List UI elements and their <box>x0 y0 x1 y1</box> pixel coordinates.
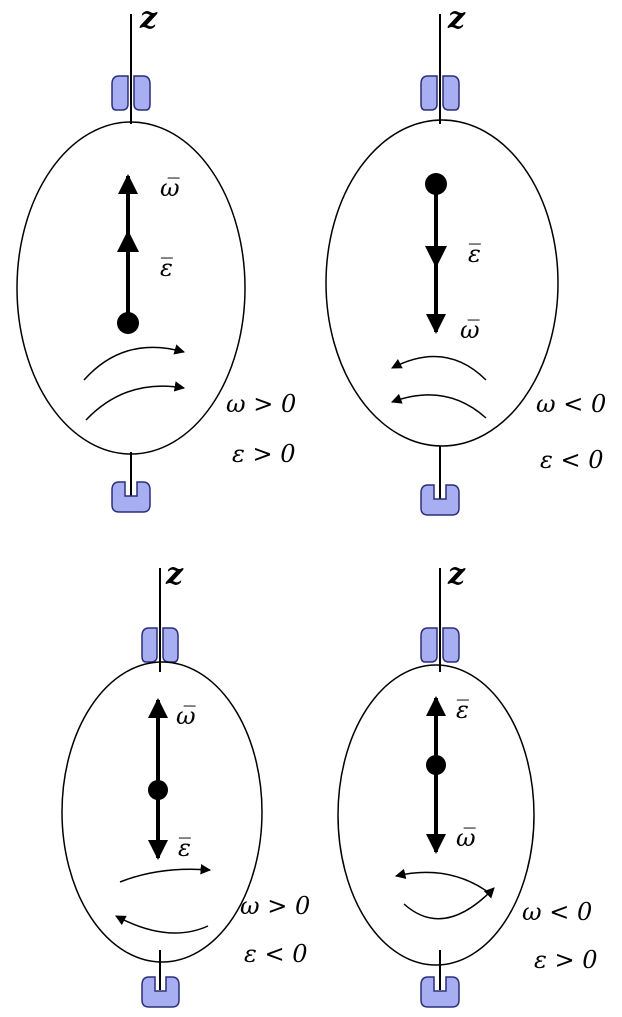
bottom-bearing-icon <box>111 481 151 513</box>
omega-vector-label: ω̅ <box>456 824 476 852</box>
top-bearing-icon <box>420 627 460 663</box>
top-bearing-icon <box>420 75 460 111</box>
epsilon-vector-arrowhead <box>117 230 139 252</box>
bottom-bearing-icon <box>420 484 460 516</box>
omega-vector-label: ω̅ <box>176 702 196 730</box>
bottom-bearing-icon <box>420 976 460 1008</box>
omega-condition: ω < 0 <box>522 898 592 926</box>
epsilon-condition: ε > 0 <box>232 440 296 468</box>
axis-z-label: z <box>447 1 466 36</box>
epsilon-vector-label: ε̅ <box>456 696 469 724</box>
epsilon-condition: ε < 0 <box>540 446 604 474</box>
omega-condition: ω > 0 <box>226 390 296 418</box>
rotation-arc-lower <box>85 381 186 421</box>
omega-vector-label: ω̅ <box>160 174 180 202</box>
axis-z-label: z <box>447 557 466 592</box>
epsilon-vector-arrowhead <box>425 246 447 268</box>
rotation-arc-upper <box>391 355 487 381</box>
omega-condition: ω > 0 <box>240 892 310 920</box>
rotation-arc-upper <box>83 344 186 381</box>
rotating-body <box>16 121 246 455</box>
axis-z-label: z <box>139 1 158 36</box>
rotation-arc-upper <box>119 864 212 883</box>
panel-4: z ε̅ ω̅ ω < 0 ε > 0 <box>337 557 598 1008</box>
rotating-body <box>337 664 535 966</box>
epsilon-vector-label: ε̅ <box>468 240 481 268</box>
rotating-body <box>325 119 559 447</box>
panel-1: z ω̅ ε̅ ω > 0 ε > 0 <box>16 1 296 513</box>
top-bearing-icon <box>111 75 151 111</box>
epsilon-condition: ε < 0 <box>244 940 308 968</box>
epsilon-vector-label: ε̅ <box>178 834 191 862</box>
omega-vector-label: ω̅ <box>460 316 480 344</box>
rotation-arc-lower <box>403 887 495 920</box>
bottom-bearing-icon <box>141 976 180 1008</box>
epsilon-condition: ε > 0 <box>534 946 598 974</box>
omega-condition: ω < 0 <box>536 390 606 418</box>
epsilon-vector-label: ε̅ <box>160 254 173 282</box>
panel-3: z ω̅ ε̅ ω > 0 ε < 0 <box>61 557 310 1008</box>
top-bearing-icon <box>141 627 179 663</box>
axis-z-label: z <box>165 557 184 592</box>
panel-2: z ε̅ ω̅ ω < 0 ε < 0 <box>325 1 606 516</box>
rotation-arc-lower <box>391 393 487 419</box>
rotation-arc-upper <box>394 868 489 893</box>
rotation-arc-lower <box>115 915 209 934</box>
rotating-body <box>61 661 263 963</box>
